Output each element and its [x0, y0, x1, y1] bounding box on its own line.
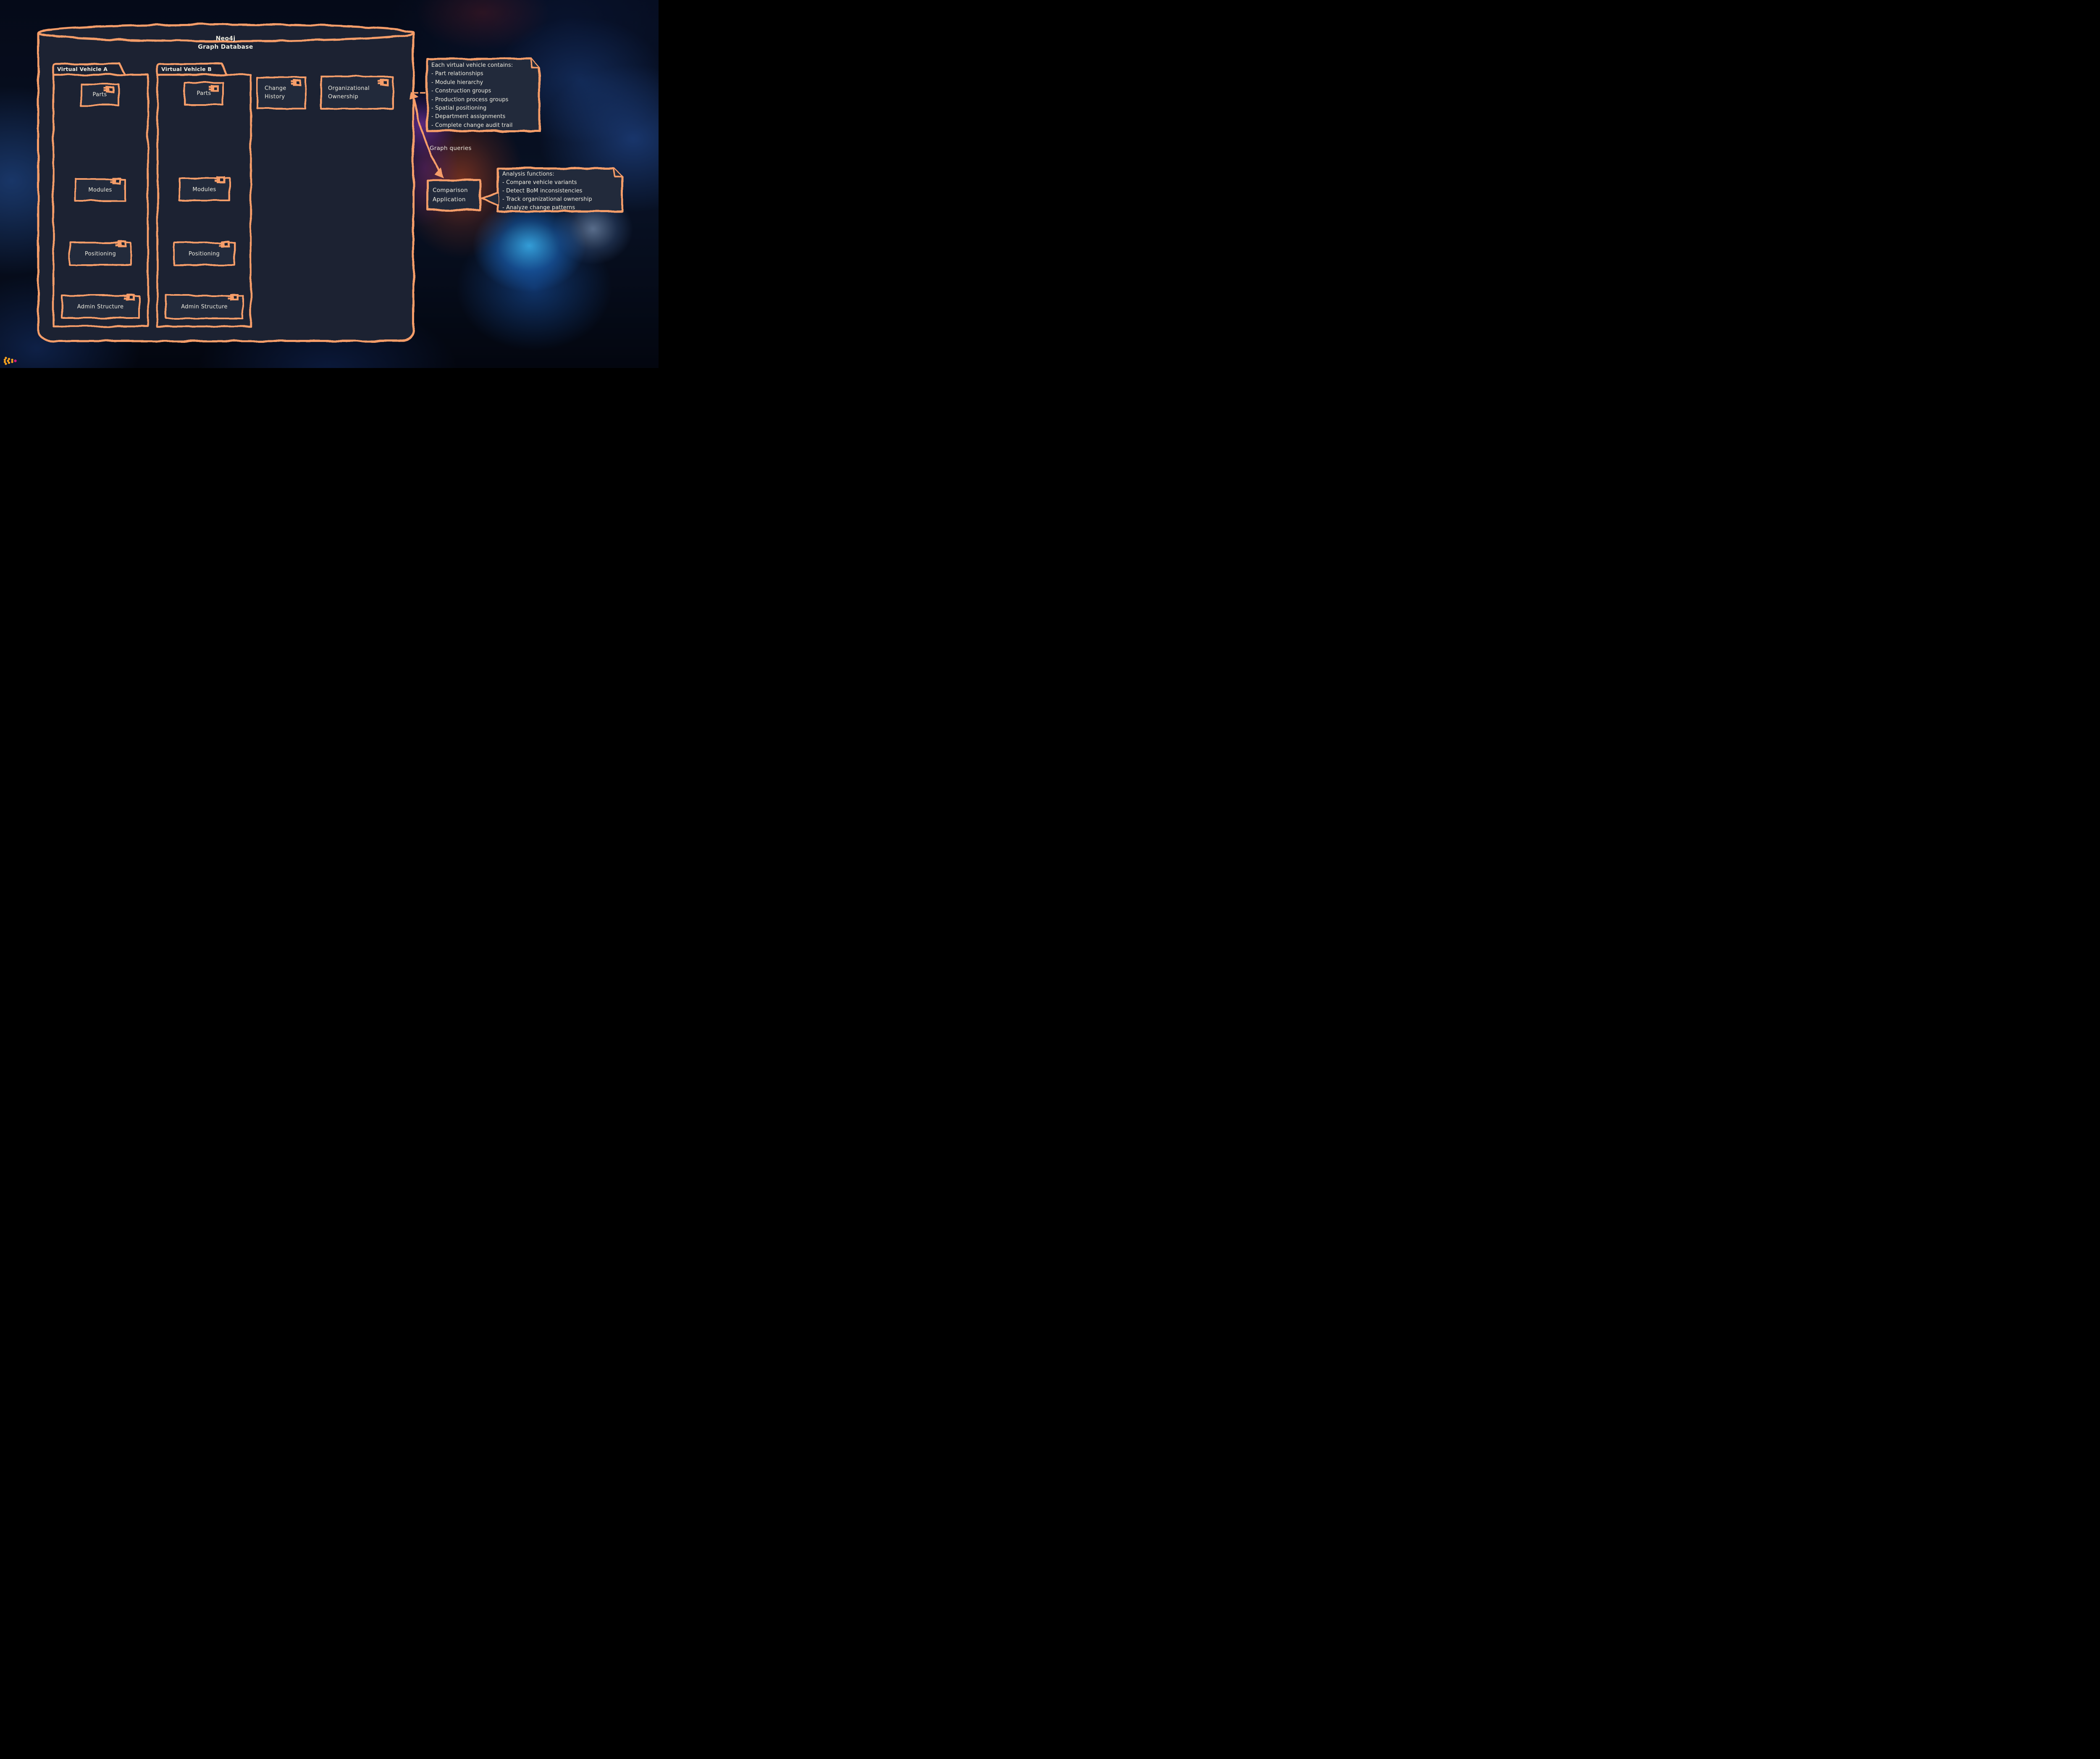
package-vehicle-a-tab — [52, 63, 126, 76]
note-line: - Production process groups — [431, 96, 509, 103]
note-line: Each virtual vehicle contains: — [431, 62, 513, 68]
component-change-history-label: Change History — [265, 77, 306, 108]
note-analysis-fold — [613, 168, 622, 177]
note-vehicle-fold — [530, 58, 540, 68]
component-positioning-b-label: Positioning — [188, 250, 220, 257]
arrowhead-down — [435, 168, 444, 178]
note-line: - Track organizational ownership — [502, 196, 592, 202]
note-line: Analysis functions: — [502, 171, 554, 177]
note-analysis-pointer — [481, 192, 499, 206]
note-line: - Analyze change patterns — [502, 205, 575, 211]
note-line: - Construction groups — [431, 88, 491, 95]
note-line: - Detect BoM inconsistencies — [502, 188, 583, 194]
comparison-application-box — [426, 179, 481, 211]
package-vehicle-b-label: Virtual Vehicle B — [161, 66, 212, 72]
component-parts-b-label: Parts — [197, 90, 211, 97]
comparison-application-line1: Comparison — [433, 187, 468, 194]
component-modules-b-label: Modules — [192, 186, 216, 193]
org-ownership-line2: Ownership — [328, 93, 359, 100]
note-vehicle-contents: Each virtual vehicle contains: - Part re… — [431, 61, 513, 130]
note-analysis-functions: Analysis functions: - Compare vehicle va… — [502, 170, 592, 212]
note-line: - Module hierarchy — [431, 79, 483, 86]
comparison-application-label: Comparison Application — [433, 180, 480, 210]
arrowhead-up — [409, 92, 418, 100]
package-vehicle-b-tab — [156, 63, 228, 76]
component-modules-a-label: Modules — [88, 187, 112, 193]
desktop-wallpaper: Neo4j Graph Database Virtual Vehicle A V… — [0, 0, 659, 368]
database-cylinder-top — [37, 23, 415, 42]
uml-diagram-canvas — [3, 23, 623, 365]
component-admin-structure-b-label: Admin Structure — [181, 304, 228, 310]
graph-queries-arrow — [412, 98, 441, 173]
component-organizational-ownership-label: Organizational Ownership — [328, 76, 393, 109]
graph-queries-label: Graph queries — [430, 145, 472, 152]
note-vehicle-outline — [426, 58, 541, 132]
note-line: - Compare vehicle variants — [502, 179, 577, 186]
database-title-line1: Neo4j — [215, 35, 236, 42]
logo — [3, 357, 17, 365]
package-vehicle-a-label: Virtual Vehicle A — [57, 66, 108, 72]
component-positioning-a-label: Positioning — [84, 251, 116, 257]
database-title: Neo4j Graph Database — [142, 34, 310, 51]
change-history-line2: History — [265, 94, 285, 100]
note-line: - Part relationships — [431, 71, 483, 77]
component-admin-structure-a-label: Admin Structure — [77, 303, 124, 310]
org-ownership-line1: Organizational — [328, 85, 370, 92]
note-line: - Complete change audit trail — [431, 122, 513, 129]
database-title-line2: Graph Database — [198, 44, 253, 50]
note-line: - Spatial positioning — [431, 105, 487, 112]
comparison-application-line2: Application — [433, 196, 466, 203]
component-parts-a-label: Parts — [92, 92, 107, 98]
change-history-line1: Change — [265, 85, 286, 92]
note-line: - Department assignments — [431, 113, 506, 120]
